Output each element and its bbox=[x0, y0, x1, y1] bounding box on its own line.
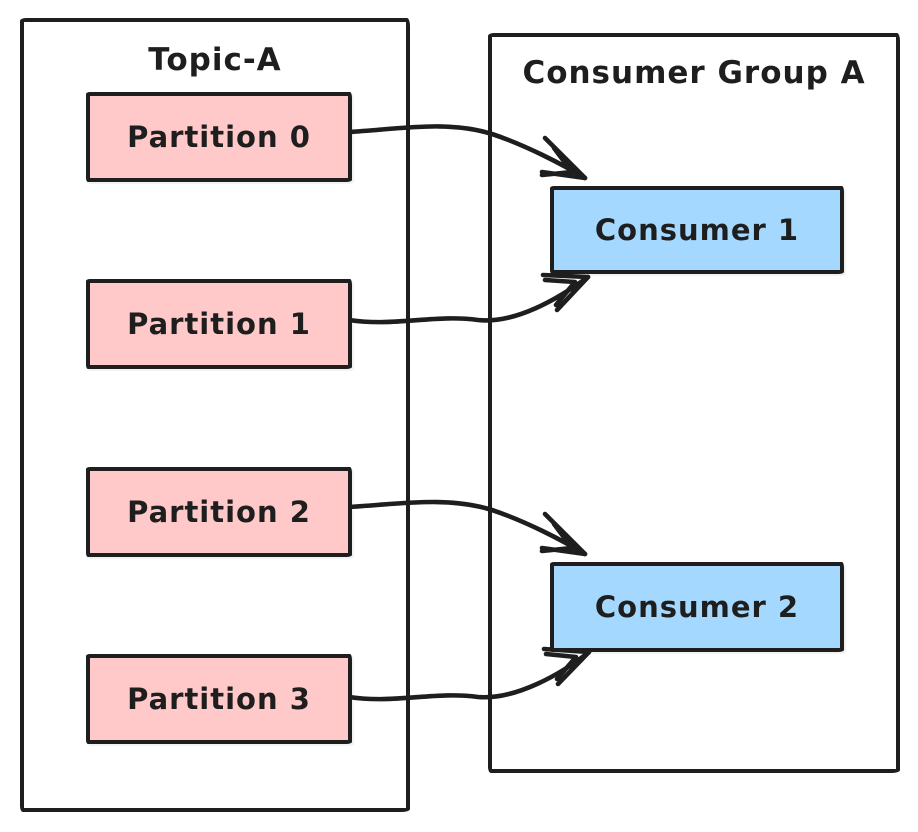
consumer-2-label: Consumer 2 bbox=[594, 590, 800, 624]
partition-3-node: Partition 3 bbox=[86, 654, 352, 744]
topic-title: Topic-A bbox=[148, 42, 282, 78]
partition-0-label: Partition 0 bbox=[127, 120, 311, 154]
consumer-1-label: Consumer 1 bbox=[594, 213, 800, 247]
consumer-2-node: Consumer 2 bbox=[550, 562, 844, 652]
partition-2-label: Partition 2 bbox=[127, 495, 311, 529]
partition-3-label: Partition 3 bbox=[127, 682, 311, 716]
partition-0-node: Partition 0 bbox=[86, 92, 352, 182]
partition-2-node: Partition 2 bbox=[86, 467, 352, 557]
consumer-group-title: Consumer Group A bbox=[522, 55, 866, 91]
consumer-group-a-container: Consumer Group A Consumer 1 Consumer 2 bbox=[488, 33, 900, 773]
consumer-1-node: Consumer 1 bbox=[550, 186, 844, 274]
partition-1-label: Partition 1 bbox=[127, 307, 311, 341]
topic-a-container: Topic-A Partition 0 Partition 1 Partitio… bbox=[20, 18, 410, 812]
partition-1-node: Partition 1 bbox=[86, 279, 352, 369]
